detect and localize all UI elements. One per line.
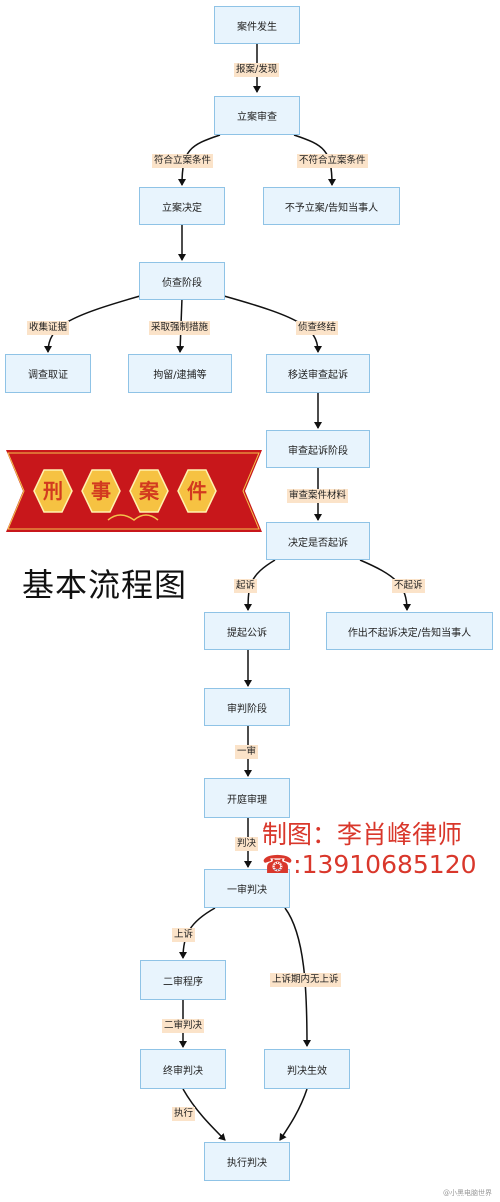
banner-ornament (107, 514, 159, 521)
label-not-meets-conditions: 不符合立案条件 (297, 154, 368, 168)
node-prosecute-decision: 决定是否起诉 (266, 522, 370, 560)
label-judgment: 判决 (235, 837, 259, 851)
label-appeal: 上诉 (172, 928, 196, 942)
banner-char-an: 案 (138, 479, 160, 503)
banner-char-jian: 件 (187, 479, 207, 503)
node-public-prosecution: 提起公诉 (204, 612, 290, 650)
node-investigation: 侦查阶段 (139, 262, 225, 300)
label-prosecute: 起诉 (234, 579, 258, 593)
node-case-occurs: 案件发生 (214, 6, 300, 44)
node-second-instance: 二审程序 (140, 960, 226, 1000)
edge-effective-execute (279, 1088, 308, 1141)
hex-badge-2: 事 (81, 469, 121, 513)
author-credit: 制图：李肖峰律师 (262, 820, 463, 849)
label-investigation-end: 侦查终结 (296, 321, 339, 335)
label-report: 报案/发现 (234, 63, 280, 77)
node-collect-evidence: 调查取证 (5, 354, 91, 393)
label-not-prosecute: 不起诉 (392, 579, 425, 593)
label-no-appeal: 上诉期内无上诉 (270, 973, 341, 987)
watermark: @小黑电脑世界 (443, 1189, 492, 1197)
label-meets-conditions: 符合立案条件 (152, 154, 214, 168)
banner-char-xing: 刑 (43, 479, 63, 503)
node-trial-stage: 审判阶段 (204, 688, 290, 726)
node-filing-decision: 立案决定 (139, 187, 225, 225)
hex-badge-1: 刑 (33, 469, 73, 513)
node-no-prosecution: 作出不起诉决定/告知当事人 (326, 612, 493, 650)
edge-meets (178, 134, 221, 186)
label-second-judgment: 二审判决 (162, 1019, 205, 1033)
node-transfer-prosecution: 移送审查起诉 (266, 354, 370, 393)
node-detention: 拘留/逮捕等 (128, 354, 232, 393)
node-prosecution-review: 审查起诉阶段 (266, 430, 370, 468)
node-judgment-effective: 判决生效 (264, 1049, 350, 1089)
node-execute-judgment: 执行判决 (204, 1142, 290, 1181)
case-banner: 刑 事 案 件 (6, 450, 262, 532)
edge-not-meets (293, 134, 336, 186)
flowchart-title: 基本流程图 (22, 566, 188, 604)
label-execute: 执行 (172, 1107, 196, 1121)
hex-badge-3: 案 (129, 469, 169, 513)
label-coercive-measures: 采取强制措施 (149, 321, 211, 335)
label-first-instance: 一审 (235, 745, 259, 759)
banner-char-shi: 事 (91, 479, 111, 503)
node-court-hearing: 开庭审理 (204, 778, 290, 818)
label-review-materials: 审查案件材料 (287, 489, 349, 503)
node-filing-review: 立案审查 (214, 96, 300, 135)
label-collect-evidence: 收集证据 (27, 321, 70, 335)
edge-no-appeal (284, 907, 311, 1047)
phone-credit: ☎:13910685120 (262, 850, 477, 879)
edge-execute (182, 1088, 226, 1141)
node-final-judgment: 终审判决 (140, 1049, 226, 1089)
hex-badge-4: 件 (177, 469, 217, 513)
node-first-judgment: 一审判决 (204, 869, 290, 908)
node-no-filing: 不予立案/告知当事人 (263, 187, 400, 225)
